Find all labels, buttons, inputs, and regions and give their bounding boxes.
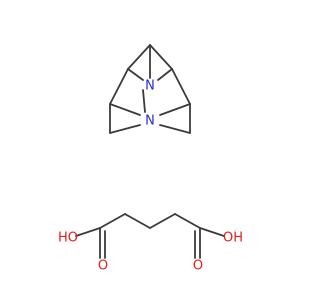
atom-n-top: N bbox=[145, 79, 155, 94]
bond bbox=[109, 68, 129, 105]
molecule-canvas: N N HO O OH O bbox=[58, 44, 243, 274]
atom-n-bottom: N bbox=[145, 114, 155, 129]
atom-oh-left: HO bbox=[58, 231, 78, 246]
bond bbox=[159, 103, 191, 116]
atom-o-right-carbonyl: O bbox=[193, 259, 203, 274]
atom-oh-right: OH bbox=[223, 231, 243, 246]
bond bbox=[124, 213, 151, 229]
bond bbox=[109, 124, 141, 134]
bond bbox=[109, 103, 141, 116]
glutaric-acid: HO O OH O bbox=[58, 213, 243, 274]
bond bbox=[171, 68, 191, 105]
bond bbox=[75, 227, 101, 237]
bond bbox=[199, 227, 225, 237]
bond bbox=[142, 89, 146, 113]
bond bbox=[127, 68, 144, 81]
atom-o-left-carbonyl: O bbox=[98, 259, 108, 274]
bond bbox=[99, 213, 126, 229]
structure-svg: N N HO O OH O bbox=[58, 44, 243, 274]
bond bbox=[127, 44, 151, 70]
bond bbox=[149, 44, 173, 70]
bond bbox=[174, 213, 201, 229]
bond bbox=[157, 68, 173, 81]
bond bbox=[159, 124, 191, 134]
dabco-cage: N N bbox=[109, 44, 191, 134]
bond bbox=[149, 213, 176, 229]
